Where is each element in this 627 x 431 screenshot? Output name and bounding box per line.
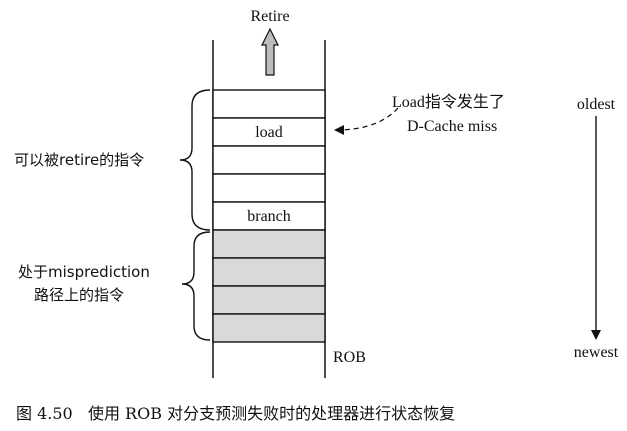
rob-entry (212, 117, 326, 147)
rob-entry-mispredicted (212, 257, 326, 287)
rob-label: ROB (333, 349, 366, 366)
rob-entry-mispredicted (212, 285, 326, 315)
note-dashed-arrow (334, 107, 399, 135)
oldest-label: oldest (577, 96, 616, 113)
rob-entries: load branch (212, 89, 326, 343)
mispredict-brace (181, 231, 211, 341)
mispredict-label-line1: 处于misprediction (18, 263, 150, 281)
retirable-label: 可以被retire的指令 (14, 151, 144, 169)
rob-entry-mispredicted (212, 313, 326, 343)
note-line1: Load指令发生了 (392, 93, 505, 111)
rob-entry-label-load: load (255, 124, 283, 141)
rob-entry (212, 145, 326, 175)
retire-arrow-icon (261, 27, 279, 76)
retirable-brace (179, 89, 211, 231)
figure-caption: 图 4.50 使用 ROB 对分支预测失败时的处理器进行状态恢复 (16, 404, 455, 423)
rob-entry (212, 201, 326, 231)
note-line2: D-Cache miss (407, 118, 497, 135)
rob-entry-mispredicted (212, 229, 326, 259)
rob-entry-label-branch: branch (247, 208, 291, 225)
rob-entry (212, 173, 326, 203)
newest-label: newest (574, 344, 619, 361)
mispredict-label-line2: 路径上的指令 (34, 286, 124, 304)
rob-entry (212, 89, 326, 119)
retire-label: Retire (250, 8, 289, 25)
